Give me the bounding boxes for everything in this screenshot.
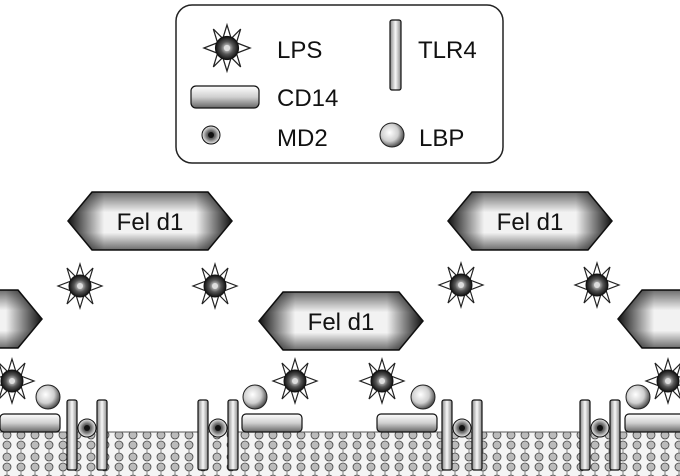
cd14-rod <box>241 413 303 433</box>
fel-d1-protein-partial-right <box>617 289 680 349</box>
legend-box <box>175 4 504 164</box>
lps-molecule <box>272 358 318 404</box>
cd14-rod <box>0 413 61 433</box>
lps-molecule <box>359 358 405 404</box>
legend-label-cd14: CD14 <box>277 85 338 112</box>
cd14-rod <box>376 413 438 433</box>
lps-molecule <box>0 358 35 404</box>
lbp-sphere <box>410 384 436 410</box>
lps-molecule <box>192 263 238 309</box>
cd14-rod-icon <box>190 85 260 109</box>
tlr4-bar-icon <box>389 19 402 91</box>
legend-label-md2: MD2 <box>277 125 328 152</box>
fel-d1-label: Fel d1 <box>308 309 375 336</box>
legend-label-lps: LPS <box>277 37 322 64</box>
fel-d1-label: Fel d1 <box>497 209 564 236</box>
cell-membrane <box>0 432 680 476</box>
lbp-sphere <box>35 384 61 410</box>
fel-d1-protein: Fel d1 <box>447 191 613 251</box>
lbp-sphere <box>625 384 651 410</box>
legend: LPS TLR4 CD14 MD2 LBP <box>175 4 504 164</box>
fel-d1-protein: Fel d1 <box>258 291 424 351</box>
fel-d1-protein: Fel d1 <box>67 191 233 251</box>
lbp-sphere-icon <box>379 122 405 148</box>
lps-molecule <box>57 263 103 309</box>
md2-dot-icon <box>201 125 221 145</box>
lps-molecule <box>574 262 620 308</box>
legend-label-tlr4: TLR4 <box>418 37 477 64</box>
lps-molecule <box>438 262 484 308</box>
lbp-sphere <box>242 384 268 410</box>
lps-molecule <box>645 358 680 404</box>
fel-d1-protein-partial-left <box>0 289 43 349</box>
fel-d1-label: Fel d1 <box>117 209 184 236</box>
cd14-rod <box>624 413 680 433</box>
legend-label-lbp: LBP <box>419 125 464 152</box>
